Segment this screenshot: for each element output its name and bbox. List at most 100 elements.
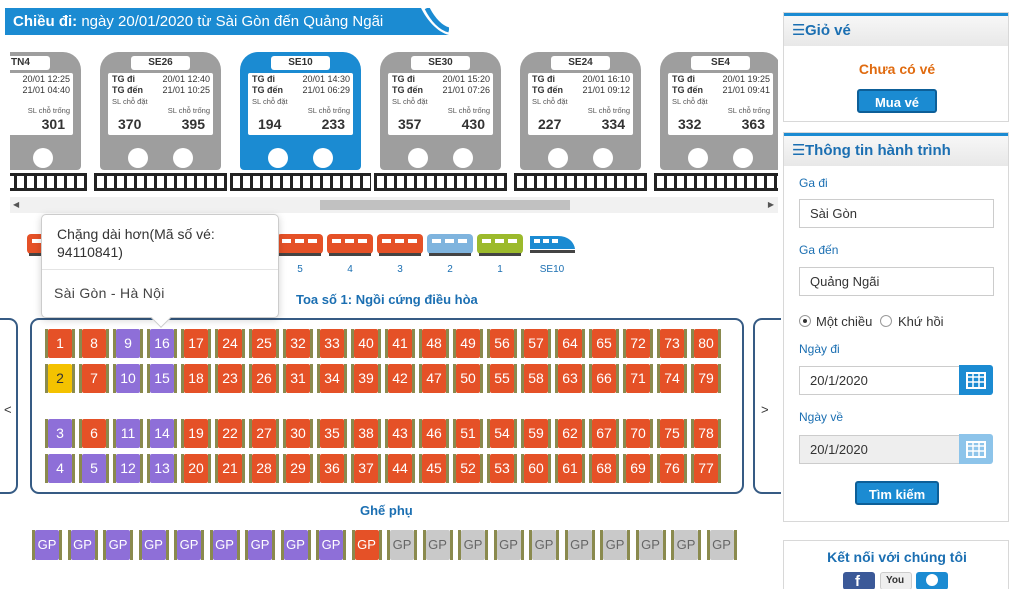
seat-49[interactable]: 49 [453,329,483,358]
extra-seat-17[interactable]: GP [600,530,630,560]
seat-55[interactable]: 55 [487,364,517,393]
seat-51[interactable]: 51 [453,419,483,448]
seat-18[interactable]: 18 [181,364,211,393]
return-date-input[interactable]: 20/1/2020 [799,435,960,464]
seat-62[interactable]: 62 [555,419,585,448]
seat-36[interactable]: 36 [317,454,347,483]
extra-seat-5[interactable]: GP [174,530,204,560]
seat-48[interactable]: 48 [419,329,449,358]
seat-66[interactable]: 66 [589,364,619,393]
extra-seat-13[interactable]: GP [458,530,488,560]
seat-14[interactable]: 14 [147,419,177,448]
prev-coach-button[interactable]: < [0,318,18,494]
seat-39[interactable]: 39 [351,364,381,393]
seat-50[interactable]: 50 [453,364,483,393]
return-calendar-button[interactable] [959,434,993,464]
extra-seat-1[interactable]: GP [32,530,62,560]
seat-9[interactable]: 9 [113,329,143,358]
seat-10[interactable]: 10 [113,364,143,393]
seat-78[interactable]: 78 [691,419,721,448]
seat-47[interactable]: 47 [419,364,449,393]
extra-seat-9[interactable]: GP [316,530,346,560]
next-coach-button[interactable]: > [753,318,781,494]
seat-30[interactable]: 30 [283,419,313,448]
seat-72[interactable]: 72 [623,329,653,358]
train-carousel-scrollbar[interactable]: ◀ ▶ [10,197,778,213]
depart-date-input[interactable]: 20/1/2020 [799,366,960,395]
locomotive-icon[interactable] [528,234,576,254]
coach-5[interactable] [477,234,523,256]
seat-8[interactable]: 8 [79,329,109,358]
extra-seat-4[interactable]: GP [138,530,169,560]
seat-63[interactable]: 63 [555,364,585,393]
seat-53[interactable]: 53 [487,454,517,483]
extra-seat-8[interactable]: GP [280,530,311,560]
contact-icon[interactable] [916,572,948,589]
seat-71[interactable]: 71 [623,364,653,393]
seat-17[interactable]: 17 [181,329,211,358]
search-button[interactable]: Tìm kiếm [855,481,939,505]
seat-21[interactable]: 21 [215,454,245,483]
seat-5[interactable]: 5 [79,454,109,483]
seat-25[interactable]: 25 [249,329,279,358]
seat-75[interactable]: 75 [657,419,687,448]
seat-32[interactable]: 32 [283,329,313,358]
extra-seat-20[interactable]: GP [706,530,737,560]
extra-seat-18[interactable]: GP [635,530,666,560]
seat-6[interactable]: 6 [79,419,109,448]
seat-1[interactable]: 1 [45,329,75,358]
seat-45[interactable]: 45 [419,454,449,483]
scrollbar-thumb[interactable] [320,200,570,210]
seat-68[interactable]: 68 [589,454,619,483]
seat-70[interactable]: 70 [623,419,653,448]
seat-29[interactable]: 29 [283,454,313,483]
buy-button[interactable]: Mua vé [857,89,937,113]
seat-34[interactable]: 34 [317,364,347,393]
scroll-left-icon[interactable]: ◀ [13,200,20,209]
seat-74[interactable]: 74 [657,364,687,393]
seat-4[interactable]: 4 [45,454,75,483]
seat-41[interactable]: 41 [385,329,415,358]
coach-1[interactable] [277,234,323,256]
seat-76[interactable]: 76 [657,454,687,483]
seat-56[interactable]: 56 [487,329,517,358]
seat-54[interactable]: 54 [487,419,517,448]
from-input[interactable]: Sài Gòn [799,199,994,228]
coach-4[interactable] [427,234,473,256]
seat-73[interactable]: 73 [657,329,687,358]
seat-40[interactable]: 40 [351,329,381,358]
seat-33[interactable]: 33 [317,329,347,358]
seat-23[interactable]: 23 [215,364,245,393]
seat-64[interactable]: 64 [555,329,585,358]
extra-seat-11[interactable]: GP [387,530,417,560]
seat-52[interactable]: 52 [453,454,483,483]
seat-27[interactable]: 27 [249,419,279,448]
depart-calendar-button[interactable] [959,365,993,395]
extra-seat-10[interactable]: GP [351,530,382,560]
seat-60[interactable]: 60 [521,454,551,483]
seat-69[interactable]: 69 [623,454,653,483]
seat-57[interactable]: 57 [521,329,551,358]
seat-22[interactable]: 22 [215,419,245,448]
extra-seat-15[interactable]: GP [529,530,559,560]
seat-35[interactable]: 35 [317,419,347,448]
seat-79[interactable]: 79 [691,364,721,393]
youtube-icon[interactable]: You [880,572,912,589]
scroll-right-icon[interactable]: ▶ [767,200,774,209]
extra-seat-14[interactable]: GP [493,530,524,560]
seat-61[interactable]: 61 [555,454,585,483]
seat-26[interactable]: 26 [249,364,279,393]
seat-28[interactable]: 28 [249,454,279,483]
seat-31[interactable]: 31 [283,364,313,393]
seat-20[interactable]: 20 [181,454,211,483]
one-way-radio[interactable] [799,315,811,327]
seat-7[interactable]: 7 [79,364,109,393]
seat-42[interactable]: 42 [385,364,415,393]
seat-15[interactable]: 15 [147,364,177,393]
extra-seat-19[interactable]: GP [671,530,701,560]
seat-80[interactable]: 80 [691,329,721,358]
